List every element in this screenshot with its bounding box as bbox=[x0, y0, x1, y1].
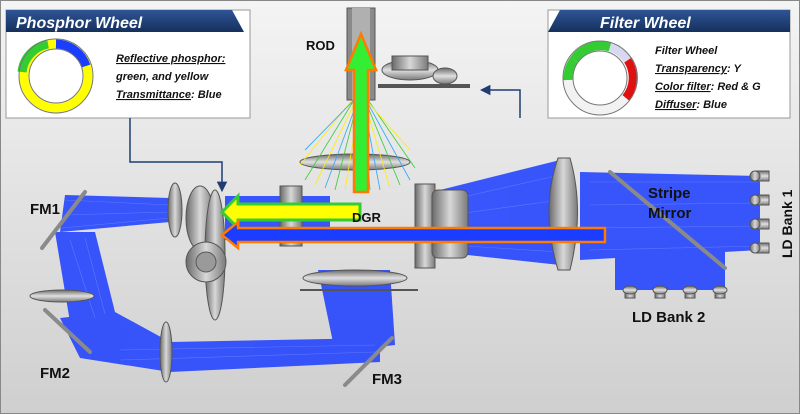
phosphor-line-1: Reflective phosphor: bbox=[116, 53, 226, 65]
blue-excitation-arrow bbox=[220, 219, 607, 251]
phosphor-line-3-val: : Blue bbox=[191, 89, 222, 101]
mirror-fm1 bbox=[40, 190, 87, 250]
fold-mirrors bbox=[40, 170, 727, 387]
ld-bank-1-emitters bbox=[749, 170, 770, 254]
phosphor-wheel-callout: Phosphor Wheel Reflective phosphor: gree… bbox=[5, 9, 251, 119]
label-rod: ROD bbox=[306, 38, 335, 53]
filter-line-4-key: Diffuser bbox=[655, 99, 697, 111]
phosphor-wheel-title: Phosphor Wheel bbox=[16, 15, 143, 32]
label-mirror: Mirror bbox=[648, 205, 692, 222]
mirror-fm3 bbox=[343, 336, 394, 387]
filter-wheel-icon bbox=[562, 40, 638, 116]
stripe-mirror-plate bbox=[608, 170, 727, 270]
lens-bottom bbox=[159, 321, 173, 383]
label-dgr: DGR bbox=[352, 210, 382, 225]
filter-line-2-key: Transparency bbox=[655, 63, 728, 75]
filter-wheel-title: Filter Wheel bbox=[600, 15, 691, 32]
filter-line-3: Color filter: Red & G bbox=[655, 81, 761, 93]
lens-fm3-upper bbox=[302, 269, 408, 287]
phosphor-line-3-key: Transmittance bbox=[116, 89, 191, 101]
filter-line-1: Filter Wheel bbox=[655, 45, 718, 57]
lens-ld-aspheric bbox=[548, 157, 578, 271]
phosphor-line-2: green, and yellow bbox=[115, 71, 210, 83]
filter-line-4-val: : Blue bbox=[696, 99, 727, 111]
filter-line-2-val: : Y bbox=[727, 63, 743, 75]
label-fm3: FM3 bbox=[372, 371, 402, 388]
filter-line-2: Transparency: Y bbox=[655, 63, 742, 75]
lens-left bbox=[29, 289, 95, 303]
phosphor-wheel-icon bbox=[17, 38, 94, 114]
label-stripe: Stripe bbox=[648, 185, 691, 202]
label-fm1: FM1 bbox=[30, 201, 60, 218]
phosphor-line-3: Transmittance: Blue bbox=[116, 89, 222, 101]
label-ld-bank-1: LD Bank 1 bbox=[779, 189, 795, 258]
filter-wheel-callout: Filter Wheel Filter Wheel Transparency: … bbox=[547, 9, 791, 119]
lenses bbox=[29, 153, 578, 383]
mirror-fm2 bbox=[43, 308, 92, 354]
phosphor-connector bbox=[129, 118, 228, 193]
filter-line-3-key: Color filter bbox=[655, 81, 711, 93]
green-up-arrow bbox=[344, 30, 378, 194]
label-ld-bank-2: LD Bank 2 bbox=[632, 309, 705, 326]
filter-line-4: Diffuser: Blue bbox=[655, 99, 727, 111]
filter-wheel-mechanism bbox=[378, 55, 470, 88]
yellow-left-arrow bbox=[219, 192, 362, 232]
ld-bank-2-emitters bbox=[622, 285, 728, 299]
blue-beams bbox=[55, 160, 760, 372]
lens-collimator bbox=[167, 182, 183, 238]
label-fm2: FM2 bbox=[40, 365, 70, 382]
filter-connector bbox=[479, 84, 521, 118]
filter-line-3-val: : Red & G bbox=[711, 81, 762, 93]
